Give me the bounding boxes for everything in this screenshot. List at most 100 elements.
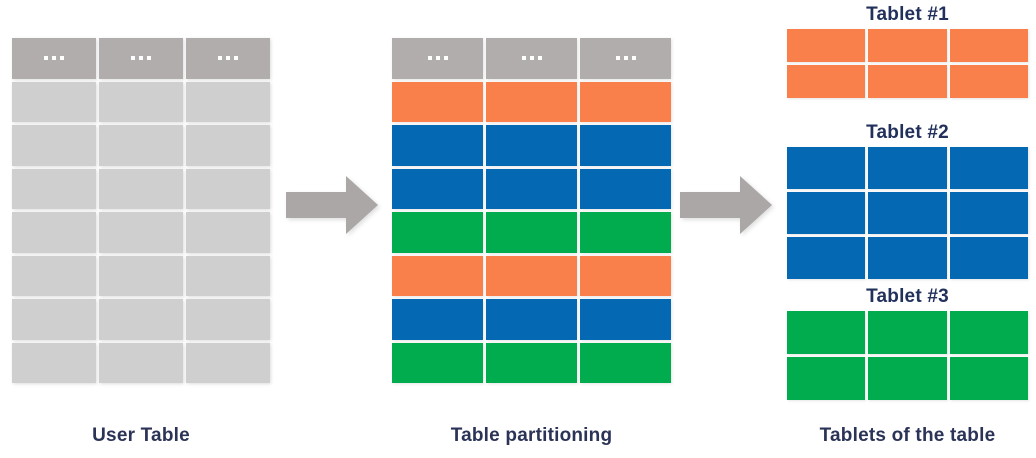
table-cell xyxy=(486,81,577,122)
table-cell xyxy=(186,81,270,122)
tablet-cell xyxy=(868,192,947,234)
table-row xyxy=(12,255,270,296)
tablet-cell xyxy=(787,29,866,62)
tablet-cell xyxy=(949,147,1028,189)
tablet-row xyxy=(787,147,1028,189)
tablet-3-label: Tablet #3 xyxy=(866,286,949,307)
arrow-user-to-partition-icon xyxy=(286,176,378,234)
table-cell xyxy=(12,125,96,166)
table-header-cell xyxy=(99,38,183,79)
table-cell xyxy=(392,81,483,122)
tablet-2-label: Tablet #2 xyxy=(866,122,949,143)
table-row xyxy=(12,342,270,383)
table-cell xyxy=(392,168,483,209)
table-cell xyxy=(486,342,577,383)
table-cell xyxy=(486,299,577,340)
tablet-cell xyxy=(949,65,1028,98)
tablet-group-1: Tablet #1 xyxy=(787,4,1028,98)
tablet-cell xyxy=(868,29,947,62)
ellipsis-icon xyxy=(580,56,671,61)
tablet-cell xyxy=(787,192,866,234)
tablet-cell xyxy=(949,357,1028,400)
caption-table-partitioning: Table partitioning xyxy=(450,425,613,446)
table-cell xyxy=(12,212,96,253)
table-cell xyxy=(12,255,96,296)
tablet-cell xyxy=(949,237,1028,279)
table-cell xyxy=(186,299,270,340)
table-row xyxy=(392,299,671,340)
ellipsis-icon xyxy=(486,56,577,61)
tablet-cell xyxy=(949,311,1028,354)
table-cell xyxy=(392,125,483,166)
table-row xyxy=(392,212,671,253)
table-row xyxy=(392,125,671,166)
table-cell xyxy=(580,255,671,296)
table-header-cell xyxy=(186,38,270,79)
table-cell xyxy=(12,299,96,340)
table-cell xyxy=(186,255,270,296)
ellipsis-icon xyxy=(99,56,183,61)
table-cell xyxy=(99,299,183,340)
table-cell xyxy=(12,81,96,122)
caption-user-table: User Table xyxy=(92,425,190,446)
tablet-1-label: Tablet #1 xyxy=(866,4,949,25)
caption-tablets-of-the-table: Tablets of the table xyxy=(819,425,996,446)
table-row xyxy=(12,168,270,209)
tablet-group-3: Tablet #3 xyxy=(787,286,1028,400)
tablet-row xyxy=(787,357,1028,400)
table-header-cell xyxy=(580,38,671,79)
tablet-3-table xyxy=(787,311,1028,400)
table-row xyxy=(12,125,270,166)
tablet-cell xyxy=(787,311,866,354)
table-row xyxy=(12,212,270,253)
ellipsis-icon xyxy=(392,56,483,61)
table-cell xyxy=(12,168,96,209)
table-row xyxy=(12,81,270,122)
tablet-cell xyxy=(787,65,866,98)
tablet-1-table xyxy=(787,29,1028,98)
ellipsis-icon xyxy=(12,56,96,61)
tablet-cell xyxy=(787,237,866,279)
tablet-cell xyxy=(868,147,947,189)
table-row xyxy=(392,81,671,122)
tablet-row xyxy=(787,311,1028,354)
table-cell xyxy=(580,299,671,340)
table-cell xyxy=(99,255,183,296)
table-cell xyxy=(392,299,483,340)
tablet-2-table xyxy=(787,147,1028,279)
table-cell xyxy=(12,342,96,383)
tablet-group-2: Tablet #2 xyxy=(787,122,1028,279)
table-header-cell xyxy=(392,38,483,79)
table-cell xyxy=(580,125,671,166)
tablet-row xyxy=(787,192,1028,234)
tablet-cell xyxy=(868,65,947,98)
table-cell xyxy=(580,81,671,122)
table-cell xyxy=(486,125,577,166)
table-cell xyxy=(99,81,183,122)
table-header-cell xyxy=(12,38,96,79)
table-row xyxy=(392,168,671,209)
table-cell xyxy=(186,342,270,383)
table-cell xyxy=(99,212,183,253)
arrow-partition-to-tablets-icon xyxy=(680,176,772,234)
tablet-row xyxy=(787,237,1028,279)
table-cell xyxy=(392,255,483,296)
table-cell xyxy=(99,125,183,166)
table-row xyxy=(392,342,671,383)
tablet-cell xyxy=(787,147,866,189)
table-cell xyxy=(99,168,183,209)
table-row xyxy=(12,299,270,340)
tablet-cell xyxy=(868,311,947,354)
ellipsis-icon xyxy=(186,56,270,61)
table-cell xyxy=(99,342,183,383)
table-cell xyxy=(186,212,270,253)
table-header-row xyxy=(392,38,671,79)
table-cell xyxy=(186,168,270,209)
table-cell xyxy=(486,168,577,209)
tablet-cell xyxy=(949,29,1028,62)
table-header-cell xyxy=(486,38,577,79)
tablet-cell xyxy=(787,357,866,400)
tablet-cell xyxy=(868,357,947,400)
table-row xyxy=(392,255,671,296)
